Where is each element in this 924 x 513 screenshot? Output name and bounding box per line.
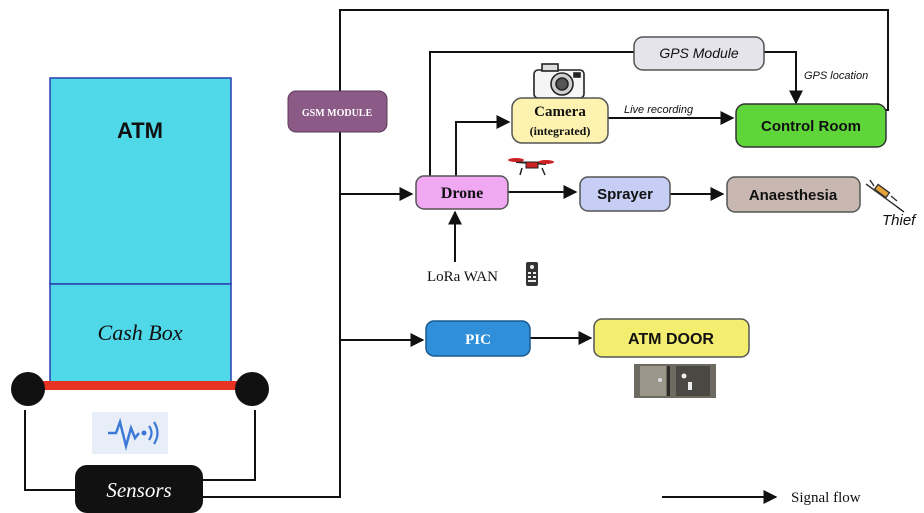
drone-box: Drone bbox=[415, 175, 509, 210]
control-room-label: Control Room bbox=[761, 118, 861, 135]
line-sensor-left bbox=[24, 410, 80, 491]
sensor-node-right bbox=[235, 372, 269, 406]
atm-door-box: ATM DOOR bbox=[593, 318, 750, 358]
sprayer-box: Sprayer bbox=[579, 176, 671, 212]
camera-box: Camera (integrated) bbox=[511, 97, 609, 144]
live-recording-label: Live recording bbox=[624, 104, 694, 116]
line-sensor-right bbox=[200, 410, 256, 481]
camera-icon bbox=[533, 63, 585, 99]
drone-icon bbox=[508, 158, 554, 176]
remote-control-icon bbox=[526, 262, 538, 286]
lora-wan-label: LoRa WAN bbox=[427, 269, 498, 285]
drone-label: Drone bbox=[441, 185, 483, 202]
gps-module-label: GPS Module bbox=[659, 45, 739, 61]
sensors-box: Sensors bbox=[75, 465, 203, 513]
sensors-label: Sensors bbox=[106, 478, 171, 502]
line-drone-camera bbox=[455, 115, 511, 178]
pic-label: PIC bbox=[465, 332, 491, 348]
cash-box-panel bbox=[49, 283, 232, 385]
line-sensors-trunk bbox=[200, 9, 889, 498]
connectors bbox=[24, 9, 889, 504]
gsm-module-label: GSM MODULE bbox=[302, 108, 373, 119]
atm-door-photo bbox=[634, 364, 716, 398]
atm-title: ATM bbox=[117, 118, 163, 143]
camera-subtitle: (integrated) bbox=[530, 124, 591, 138]
atm-upper-panel bbox=[49, 77, 232, 285]
thief-label: Thief bbox=[882, 212, 917, 229]
sensor-node-left bbox=[11, 372, 45, 406]
gps-module-box: GPS Module bbox=[633, 36, 765, 71]
sprayer-label: Sprayer bbox=[597, 186, 653, 203]
atm-door-label: ATM DOOR bbox=[628, 331, 714, 348]
signal-flow-label: Signal flow bbox=[791, 490, 861, 506]
pic-box: PIC bbox=[425, 320, 531, 357]
cash-box-label: Cash Box bbox=[98, 320, 183, 345]
sensor-bar bbox=[40, 381, 240, 390]
line-gps-control bbox=[764, 51, 803, 105]
anaesthesia-box: Anaesthesia bbox=[726, 176, 861, 213]
anaesthesia-label: Anaesthesia bbox=[749, 187, 838, 204]
camera-title: Camera bbox=[534, 104, 586, 120]
line-drone-gps bbox=[429, 51, 634, 178]
sensor-signal-icon bbox=[92, 412, 168, 454]
gps-location-label: GPS location bbox=[804, 70, 868, 82]
control-room-box: Control Room bbox=[735, 103, 887, 148]
atm-cabinet: ATM Cash Box bbox=[11, 77, 269, 406]
syringe-icon bbox=[865, 179, 905, 213]
gsm-module-box: GSM MODULE bbox=[287, 90, 388, 133]
